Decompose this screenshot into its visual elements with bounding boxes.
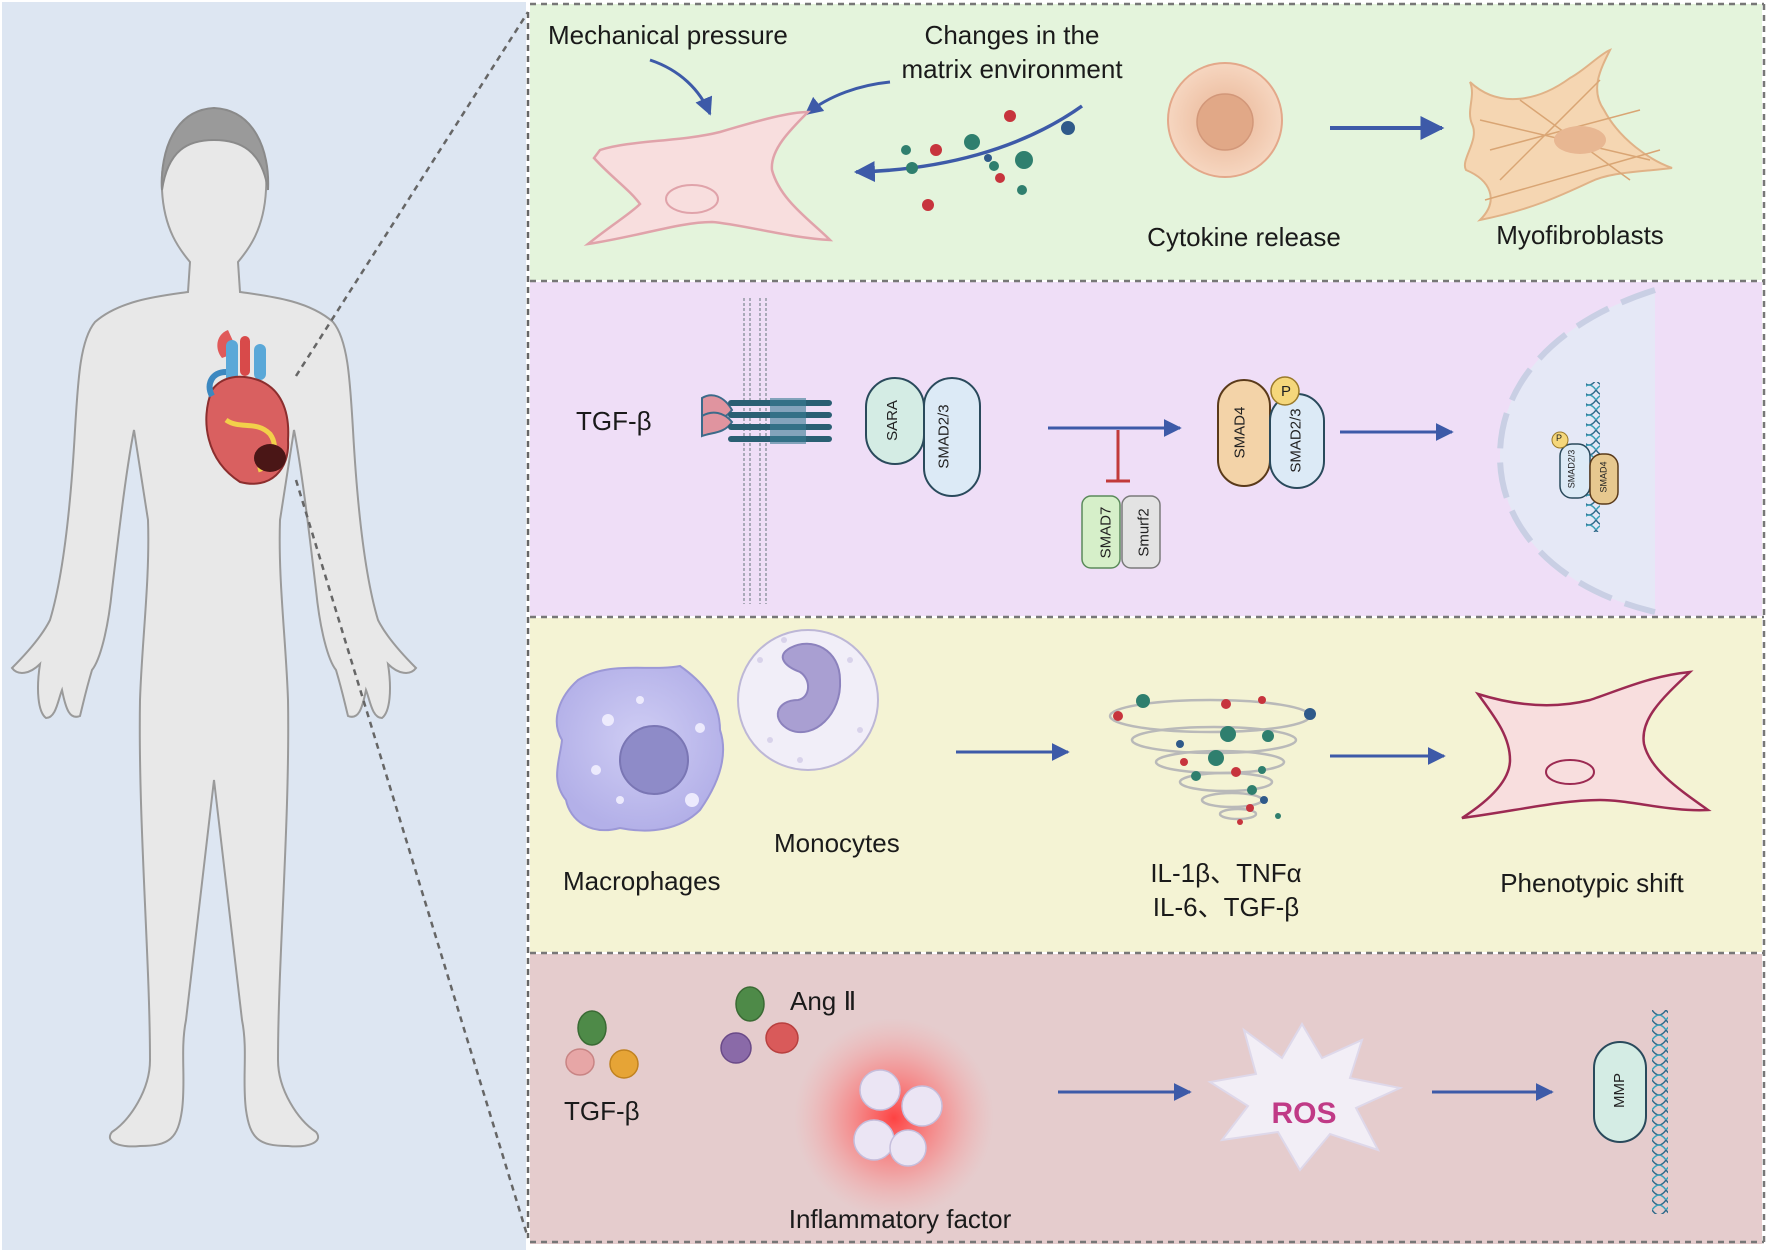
human-body-illustration — [10, 106, 418, 1148]
matrix-particles — [901, 110, 1075, 211]
matrix-flow-arrow — [853, 104, 1084, 183]
monocyte-cell — [737, 629, 879, 771]
monocytes-label: Monocytes — [774, 828, 900, 858]
mmp-protein — [1593, 1041, 1647, 1143]
matrix-change-label-line1: Changes in the — [924, 20, 1100, 50]
smurf2-protein — [1121, 495, 1161, 569]
inflammatory-factor-label: Inflammatory factor — [788, 1204, 1012, 1234]
cytokine-release-label: Cytokine release — [1147, 222, 1341, 252]
matrix-change-label-line2: matrix environment — [901, 54, 1123, 84]
ang2-label: Ang Ⅱ — [790, 986, 857, 1016]
macrophage-cell — [555, 664, 725, 832]
ang2-molecules — [720, 986, 799, 1064]
smad7-protein — [1081, 495, 1121, 569]
zoom-connector-bottom — [294, 479, 530, 1239]
ros-label: ROS — [1271, 1097, 1337, 1130]
mmp-label: MMP — [1611, 1073, 1628, 1108]
phosphate-label: P — [1281, 383, 1292, 400]
nucleus-smad4 — [1589, 453, 1619, 505]
phenotypic-shift-label: Phenotypic shift — [1500, 868, 1684, 898]
mechanical-pressure-label: Mechanical pressure — [548, 20, 788, 50]
myofibroblasts-label: Myofibroblasts — [1496, 220, 1664, 250]
cytokines-label-line2: IL-6、TGF-β — [1152, 892, 1300, 922]
tgf-beta-molecules — [565, 1010, 639, 1079]
zoom-connector-top — [294, 11, 530, 377]
nucleus-phosphate-label: P — [1556, 433, 1563, 443]
nucleus-smad23-label: SMAD2/3 — [1566, 449, 1577, 489]
nucleus-phosphate — [1551, 431, 1569, 449]
smad23-protein — [923, 377, 981, 497]
nucleus-smad4-label: SMAD4 — [1598, 461, 1609, 493]
tgf-beta-receptor — [701, 394, 832, 444]
cell-membrane — [743, 298, 767, 604]
ros-burst — [1207, 1022, 1404, 1172]
macrophages-label: Macrophages — [563, 866, 721, 896]
inflammatory-cells — [853, 1069, 943, 1167]
sara-label: SARA — [883, 400, 901, 441]
cytokine-particles — [1113, 694, 1316, 825]
cytokines-label-line1: IL-1β、TNFα — [1150, 858, 1302, 888]
smad23-label: SMAD2/3 — [935, 404, 953, 469]
panel-dividers — [530, 2, 1766, 1244]
tgf-beta-label: TGF-β — [576, 406, 652, 436]
mmp-dna-helix — [1652, 1010, 1668, 1214]
smad23-phospho-label: SMAD2/3 — [1287, 408, 1305, 473]
inflammation-glow — [794, 1018, 994, 1218]
panel4-background — [530, 954, 1762, 1244]
smurf2-label: Smurf2 — [1135, 508, 1153, 557]
fibroblast-cell — [583, 110, 834, 246]
myofibroblast-cell — [1463, 48, 1673, 222]
smad7-label: SMAD7 — [1097, 506, 1115, 559]
tgf-beta-panel4-label: TGF-β — [564, 1096, 640, 1126]
phenotypic-shift-cell — [1461, 670, 1712, 820]
heart-illustration — [205, 330, 290, 485]
mechanical-pressure-arrow — [649, 58, 713, 116]
matrix-arrow — [804, 80, 891, 116]
smad4-label: SMAD4 — [1231, 406, 1249, 459]
phosphate-group — [1270, 376, 1300, 406]
cytokine-release-cell — [1167, 62, 1283, 178]
